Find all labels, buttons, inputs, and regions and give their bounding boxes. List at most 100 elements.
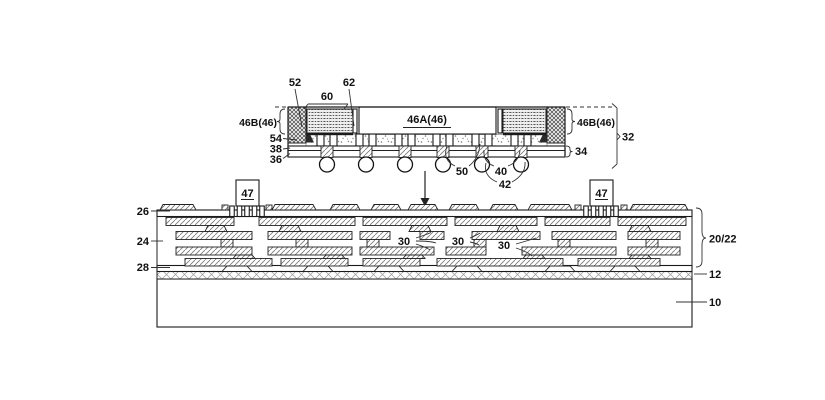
label-38: 38	[270, 144, 282, 156]
pin	[613, 205, 619, 218]
insulating-layer-28	[156, 264, 693, 273]
via-trapezoid	[496, 225, 520, 232]
via-trapezoid	[522, 254, 546, 259]
via-trapezoid	[278, 225, 302, 232]
via-trapezoids-2	[232, 254, 652, 259]
via-trapezoid	[402, 254, 426, 259]
via-foot	[220, 265, 254, 272]
via-trapezoids-3	[220, 265, 642, 272]
bracket-32	[611, 103, 621, 169]
spacer-right	[497, 108, 503, 134]
pad	[527, 204, 573, 211]
trace	[454, 217, 538, 226]
leader-38	[282, 147, 291, 150]
trace	[627, 246, 681, 256]
trace	[359, 246, 435, 256]
label-46b-left: 46B(46)	[239, 117, 277, 129]
via-trapezoid	[322, 254, 346, 259]
trace	[627, 231, 681, 240]
pin	[590, 205, 597, 218]
semiconductor-package: 46A(46)	[287, 106, 566, 173]
solder-ball	[396, 156, 414, 173]
wiring-board: 47 47	[156, 179, 693, 328]
chip-46a	[358, 106, 497, 135]
leader-42	[485, 161, 526, 183]
pad	[329, 204, 361, 211]
trace	[184, 258, 273, 267]
leader-30-first	[415, 232, 437, 251]
pin	[259, 205, 265, 218]
via	[514, 145, 528, 158]
pad-stub	[265, 204, 273, 211]
trace	[362, 258, 421, 267]
trace	[165, 217, 235, 226]
trace	[521, 246, 617, 256]
solder-ball	[357, 156, 375, 173]
label-47-left: 47	[241, 188, 253, 200]
label-46b-right: 46B(46)	[577, 117, 615, 129]
label-20-22: 20/22	[709, 234, 737, 246]
label-30-first: 30	[398, 236, 410, 248]
trace	[577, 258, 661, 267]
via-column	[366, 239, 380, 248]
via-column	[220, 239, 234, 248]
pin	[598, 205, 604, 218]
connector-47-left: 47	[229, 179, 265, 218]
leader-54	[282, 138, 298, 141]
pin	[605, 205, 612, 218]
via-trapezoid	[232, 254, 256, 259]
label-40: 40	[495, 166, 507, 178]
pad	[159, 204, 197, 211]
leader-50	[445, 143, 481, 167]
pad-stub	[574, 204, 582, 211]
base-substrate-10	[156, 278, 693, 328]
solder-ball	[473, 156, 491, 173]
pin	[583, 205, 589, 218]
via-column	[295, 239, 309, 248]
label-54: 54	[270, 133, 283, 145]
solder-ball	[434, 156, 452, 173]
via	[320, 145, 334, 158]
trace	[617, 217, 687, 226]
leader-30-second	[469, 232, 481, 246]
pad	[407, 204, 439, 211]
trace	[258, 217, 356, 226]
label-47-right: 47	[595, 188, 607, 200]
pad-stub	[221, 204, 229, 211]
label-26: 26	[137, 206, 149, 218]
via-column	[645, 239, 659, 248]
shield-wall-right	[546, 106, 566, 144]
connector-pins	[229, 205, 265, 218]
trace	[175, 246, 253, 256]
label-30-second: 30	[452, 236, 464, 248]
via-trapezoid	[204, 225, 228, 232]
trace-row-upper	[165, 217, 687, 226]
label-62: 62	[343, 77, 355, 89]
via-foot	[450, 265, 484, 272]
leader-30-third	[515, 237, 537, 257]
brace-46b-right	[566, 108, 576, 135]
pad	[448, 204, 480, 211]
leader-40	[483, 149, 521, 167]
arrow-head	[420, 198, 430, 207]
via-foot	[301, 265, 335, 272]
via-trapezoid	[628, 254, 652, 259]
brace-46b-left	[276, 108, 286, 135]
trace	[445, 246, 487, 256]
via	[398, 145, 412, 158]
trace	[419, 231, 445, 240]
package-annotations: 52 62 60 46B(46) 46B(46) 32 34 54 38 36 …	[239, 77, 634, 191]
label-24: 24	[137, 236, 150, 248]
via-foot	[372, 265, 406, 272]
via-trapezoid	[628, 225, 652, 232]
via-trapezoid	[408, 225, 432, 232]
pad	[370, 204, 402, 211]
connector-47-right: 47	[583, 179, 619, 218]
label-28: 28	[137, 262, 149, 274]
label-46a: 46A(46)	[407, 114, 447, 126]
surface-pads	[159, 204, 689, 211]
label-10: 10	[709, 297, 721, 309]
trace	[359, 231, 391, 240]
trace	[362, 217, 448, 226]
die-attach-left	[307, 133, 353, 136]
